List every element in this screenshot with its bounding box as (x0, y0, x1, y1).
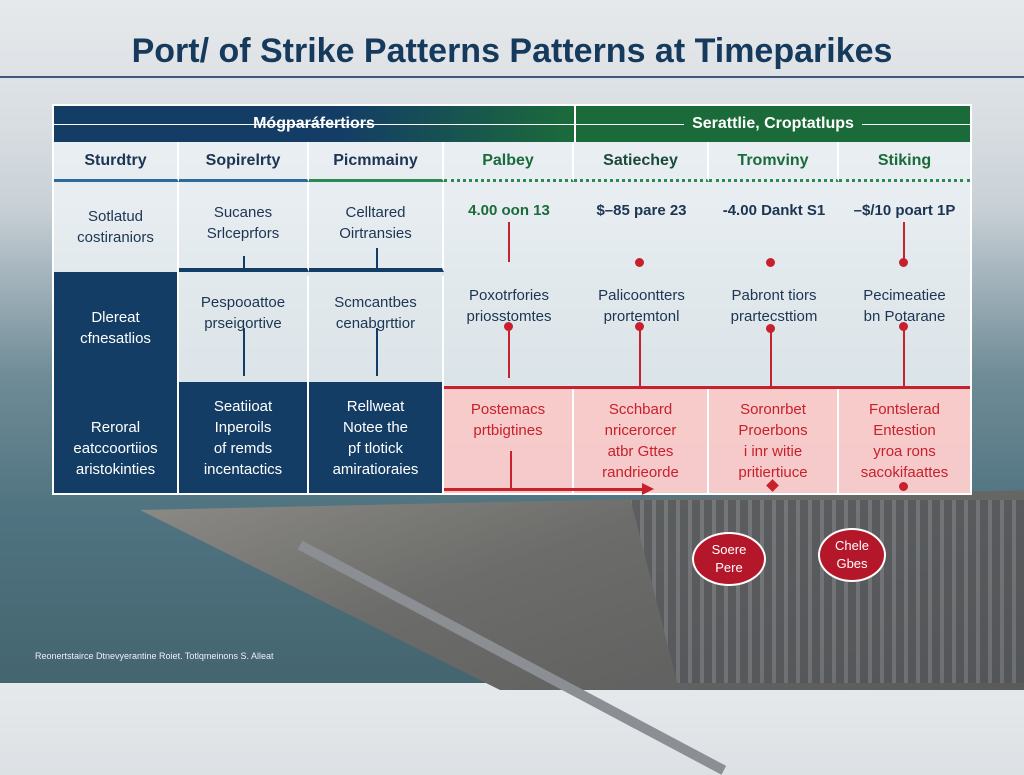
group-header-label: Serattlie, Croptatlups (684, 115, 862, 133)
column-header: Picmmainy (309, 142, 444, 182)
callout-bubble: Chele Gbes (818, 528, 886, 582)
group-header-right: Serattlie, Croptatlups (574, 106, 970, 142)
marker-dot (504, 322, 513, 331)
table-cell: Scchbard nricerorcer atbr Gttes randrieo… (574, 389, 709, 493)
table-cell: Fontslerad Entestion yroa rons sacokifaa… (839, 389, 970, 493)
connector (903, 328, 905, 388)
arrow-connector (508, 222, 510, 262)
table-cell: Postemacs prtbigtines (444, 389, 574, 493)
table-cell: Pecimeatiee bn Potarane (863, 287, 946, 325)
table-cell: Sotlatud costiraniors (54, 182, 179, 272)
table-cell: Seatiioat Inperoils of remds incentactic… (179, 382, 309, 493)
connector (243, 328, 245, 376)
connector (903, 222, 905, 262)
marker-dot (899, 482, 908, 491)
footer-caption: Reonertstairce Dtnevyerantine Roiet. Tot… (35, 651, 274, 661)
value-label: 4.00 oon 13 (468, 202, 550, 219)
group-header-label: Mógparáfertiors (253, 115, 375, 132)
callout-bubble: Soere Pere (692, 532, 766, 586)
table-cell: Pabront tiors prartecsttiom (730, 287, 818, 325)
table-cell: Soronrbet Proerbons i inr witie pritiert… (709, 389, 839, 493)
column-header: Tromviny (709, 142, 839, 182)
table-cell: Scmcantbes cenabgrttior (309, 276, 444, 382)
connector (508, 328, 510, 378)
marker-dot (766, 324, 775, 333)
marker-dot (635, 322, 644, 331)
value-label: -4.00 Dankt S1 (722, 202, 826, 219)
parking-lot (630, 500, 1024, 683)
connector (376, 328, 378, 376)
page-title: Port/ of Strike Patterns Patterns at Tim… (131, 32, 893, 70)
marker-dot (635, 258, 644, 267)
column-header: Satiechey (574, 142, 709, 182)
connector (770, 330, 772, 388)
value-label: $–85 pare 23 (596, 202, 687, 219)
table-cell: Rellweat Notee the pf tlotick amiratiora… (309, 382, 444, 493)
title-divider (0, 76, 1024, 78)
connector (376, 248, 378, 268)
connector (510, 451, 512, 489)
table-cell: Celltared Oirtransies (309, 182, 444, 272)
table-cell: Pespooattoe prseigortive (179, 276, 309, 382)
table-cell: Poxotrfories priosstomtes (466, 287, 552, 325)
connector (243, 256, 245, 268)
column-header: Stiking (839, 142, 970, 182)
table-cell: Reroral eatccoortiios aristokinties (54, 383, 179, 493)
value-label: –$/10 poart 1P (853, 202, 956, 219)
connector (639, 328, 641, 388)
comparison-table: Mógparáfertiors Serattlie, Croptatlups S… (52, 104, 972, 495)
table-cell: Dlereat cfnesatlios (54, 272, 179, 383)
group-header-left: Mógparáfertiors (54, 106, 574, 142)
arrow-head-icon (642, 483, 654, 495)
column-header: Sopirelrty (179, 142, 309, 182)
arrow-line (444, 488, 644, 491)
column-header: Palbey (444, 142, 574, 182)
marker-dot (899, 322, 908, 331)
table-cell: Palicoontters prortemtonl (598, 287, 685, 325)
marker-dot (766, 258, 775, 267)
marker-dot (899, 258, 908, 267)
red-divider (444, 386, 970, 389)
table-cell: Sucanes Srlceprfors (179, 182, 309, 272)
column-header: Sturdtry (54, 142, 179, 182)
